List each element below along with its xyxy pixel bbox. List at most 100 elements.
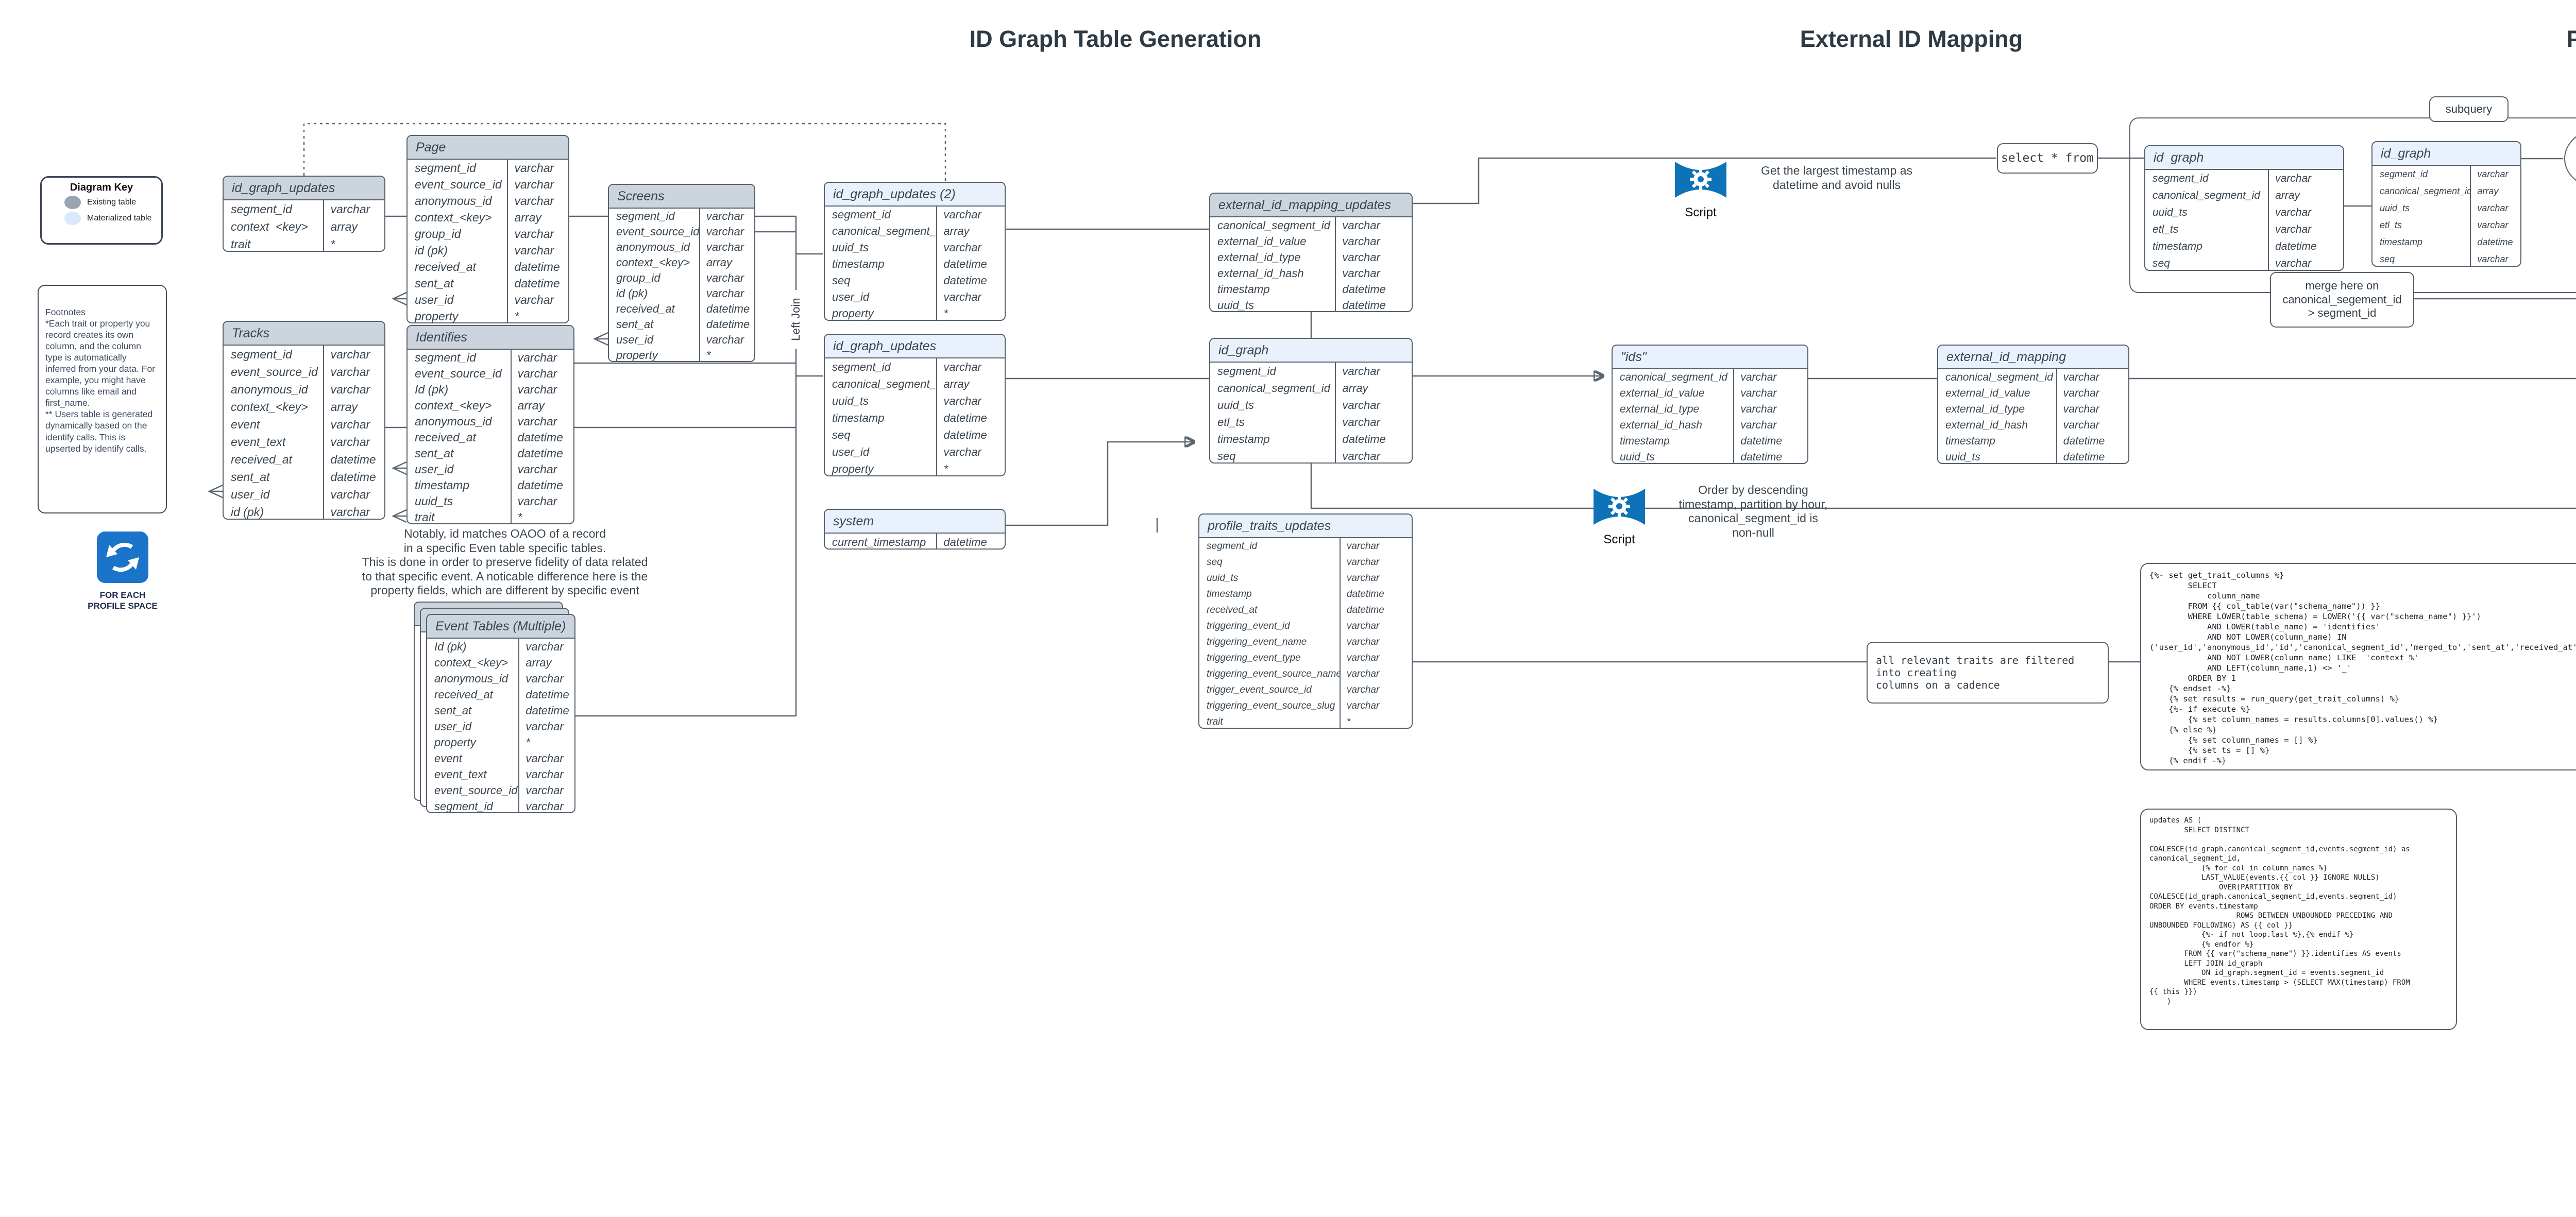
field-row: context_<key>array bbox=[224, 218, 384, 235]
key-item-existing: Existing table bbox=[42, 193, 161, 209]
script2-note: Order by descending timestamp, partition… bbox=[1679, 483, 1828, 539]
field-row: property* bbox=[408, 308, 568, 322]
field-row: context_<key>array bbox=[224, 398, 384, 416]
field-row: id (pk)varchar bbox=[408, 242, 568, 259]
left-join-vertical: Left Join bbox=[786, 290, 806, 349]
merge-note: merge here on canonical_segement_id > se… bbox=[2270, 272, 2414, 328]
table-title: id_graph_updates bbox=[825, 335, 1005, 358]
field-row: context_<key>array bbox=[609, 255, 754, 270]
field-row: context_<key>array bbox=[427, 655, 574, 671]
field-row: property* bbox=[427, 734, 574, 750]
table-title: Page bbox=[408, 136, 568, 160]
table-title: Screens bbox=[609, 185, 754, 209]
for-each-label: FOR EACH PROFILE SPACE bbox=[88, 590, 158, 611]
gear-icon bbox=[1608, 495, 1630, 517]
table-title: id_graph bbox=[2372, 142, 2520, 166]
sync-icon bbox=[97, 532, 148, 583]
field-row: Id (pk)varchar bbox=[427, 639, 574, 655]
table-title: system bbox=[825, 510, 1005, 534]
script-icon bbox=[1675, 162, 1726, 198]
script-1: Script bbox=[1674, 158, 1727, 220]
traits-filter-note: all relevant traits are filtered into cr… bbox=[1867, 642, 2109, 704]
table-title: id_graph_updates (2) bbox=[825, 183, 1005, 207]
field-row: trait* bbox=[408, 509, 573, 523]
field-row: Id (pk)varchar bbox=[408, 382, 573, 398]
field-row: trait* bbox=[224, 235, 384, 251]
materialized-table-swatch bbox=[64, 212, 81, 225]
select-from-box: select * from bbox=[1997, 143, 2098, 174]
sql-get-trait-columns: {%- set get_trait_columns %} SELECT colu… bbox=[2140, 563, 2576, 770]
script-icon bbox=[1594, 489, 1645, 525]
sql-updates-cte: updates AS ( SELECT DISTINCT COALESCE(id… bbox=[2140, 809, 2457, 1030]
table-title: external_id_mapping bbox=[1938, 346, 2128, 369]
section-title-id-graph: ID Graph Table Generation bbox=[969, 26, 1262, 52]
